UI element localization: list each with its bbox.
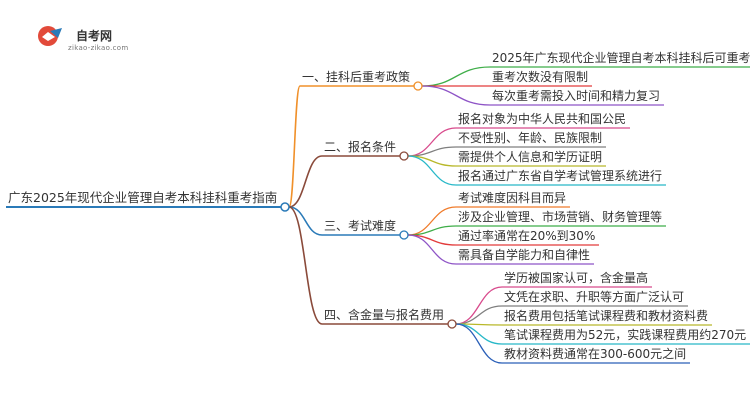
leaf-text: 笔试课程费用为52元，实践课程费用约270元 [504, 328, 747, 342]
leaf-text: 考试难度因科目而异 [458, 191, 567, 205]
leaf-text: 重考次数没有限制 [492, 70, 589, 84]
leaf-text: 文凭在求职、升职等方面广泛认可 [504, 290, 685, 304]
logo-icon [38, 26, 62, 46]
leaf-connector [455, 323, 503, 364]
branch-node-circle [447, 319, 457, 329]
branch-node-circle [399, 151, 409, 161]
leaf-text: 教材资料费通常在300-600元之间 [504, 347, 687, 361]
leaf-text: 报名费用包括笔试课程费和教材资料费 [504, 309, 709, 323]
leaf-text: 需具备自学能力和自律性 [458, 248, 591, 262]
leaf-text: 报名对象为中华人民共和国公民 [458, 112, 627, 126]
leaf-connector [407, 234, 457, 265]
root-node-circle [280, 202, 290, 212]
leaf-text: 每次重考需投入时间和精力复习 [492, 89, 661, 103]
branch-connector [288, 206, 323, 325]
leaf-text: 2025年广东现代企业管理自考本科挂科后可重考 [492, 51, 750, 65]
node-circles [280, 81, 457, 329]
branch-connector [288, 206, 323, 236]
leaf-text: 需提供个人信息和学历证明 [458, 150, 603, 164]
leaf-text: 不受性别、年龄、民族限制 [458, 131, 603, 145]
leaf-connector [421, 66, 491, 87]
leaf-connector [421, 85, 491, 106]
branch-label-retake-policy: 一、挂科后重考政策 [302, 70, 411, 84]
logo-title: 自考网 [76, 29, 113, 43]
leaf-connector [455, 323, 503, 345]
leaf-connector [455, 305, 503, 325]
leaf-text: 学历被国家认可，含金量高 [504, 271, 649, 285]
node-underlines [6, 66, 750, 364]
root-topic: 广东2025年现代企业管理自考本科挂科重考指南 [8, 190, 278, 205]
branch-node-circle [413, 81, 423, 91]
leaf-text: 通过率通常在20%到30% [458, 229, 596, 243]
branch-connector [288, 85, 301, 208]
leaf-connector [407, 155, 457, 186]
branch-label-difficulty: 三、考试难度 [324, 219, 397, 233]
branch-label-value-fees: 四、含金量与报名费用 [324, 308, 445, 322]
branch-label-registration: 二、报名条件 [324, 140, 397, 154]
connector-lines [288, 66, 503, 364]
branch-connector [288, 155, 323, 208]
leaf-text: 涉及企业管理、市场营销、财务管理等 [458, 210, 663, 224]
logo-subtitle: zikao-zikao.com [68, 44, 129, 52]
branch-node-circle [399, 230, 409, 240]
leaf-text: 报名通过广东省自学考试管理系统进行 [458, 169, 663, 183]
leaf-connector [455, 286, 503, 325]
